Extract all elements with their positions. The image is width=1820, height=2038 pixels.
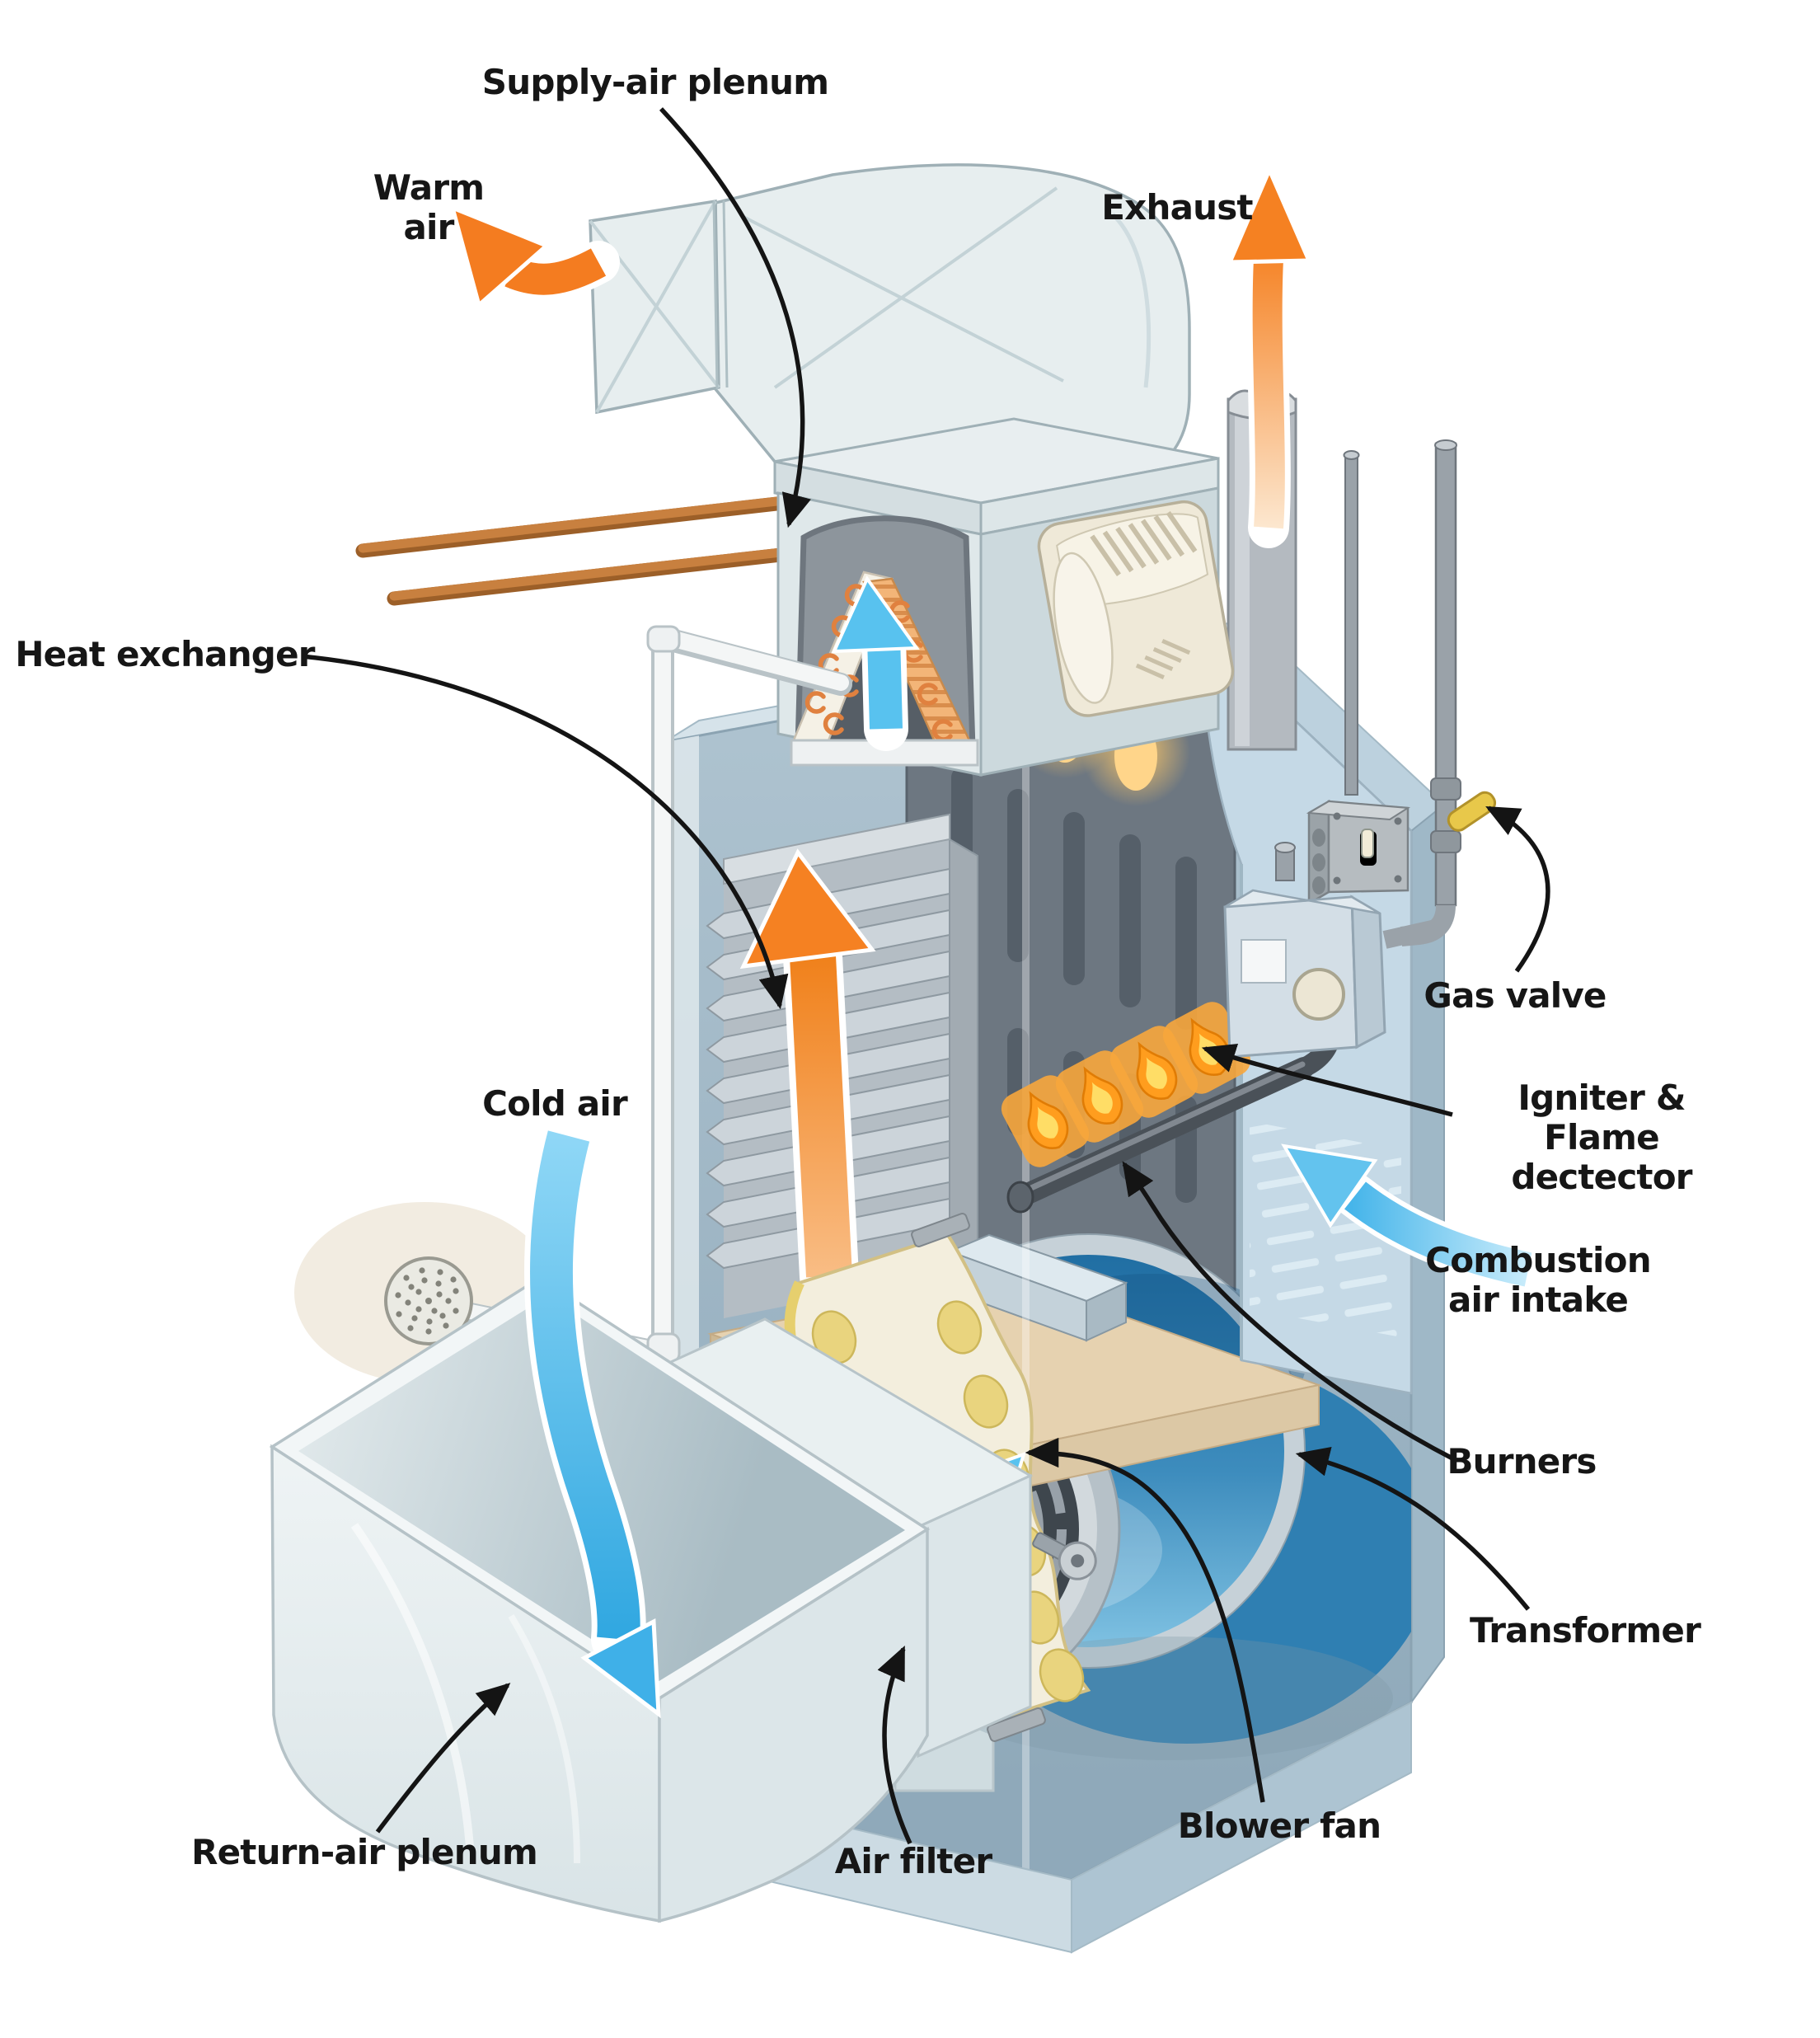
return-plenum-side — [658, 1526, 929, 1923]
label-cold-air: Cold air — [482, 1083, 628, 1125]
exhaust-arrow — [1227, 164, 1312, 548]
shelf-duct-bar — [947, 1233, 1128, 1342]
warm-air-duct — [589, 163, 1191, 473]
warm-air-arrow — [449, 204, 620, 309]
leader-heat-exchanger — [301, 654, 789, 1010]
label-igniter-flame-detector: Igniter & Flame dectector — [1511, 1078, 1692, 1197]
label-gas-valve: Gas valve — [1424, 975, 1607, 1017]
leader-air-filter — [877, 1645, 912, 1845]
combustion-air-arrow — [1281, 1143, 1550, 1292]
gas-control-box — [1223, 842, 1386, 1059]
humidifier — [1037, 500, 1235, 717]
evaporator-coil-cutaway — [790, 515, 979, 767]
leader-lines — [301, 107, 1550, 1845]
leader-return-air-plenum — [375, 1683, 511, 1834]
label-burners: Burners — [1447, 1441, 1597, 1482]
burner-manifold — [1010, 1057, 1315, 1208]
coil-flow-arrow — [831, 575, 920, 751]
pipe-union-upper — [1430, 777, 1461, 801]
label-transformer: Transformer — [1470, 1610, 1701, 1651]
label-blower-fan: Blower fan — [1177, 1806, 1381, 1847]
label-warm-air: Warm air — [373, 167, 485, 247]
leader-igniter — [1201, 1043, 1453, 1117]
label-combustion-air-intake: Combustion air intake — [1425, 1240, 1651, 1320]
leader-supply-air-plenum — [659, 107, 811, 528]
label-return-air-plenum: Return-air plenum — [191, 1832, 538, 1873]
leader-transformer — [1295, 1447, 1531, 1611]
junction-box — [1306, 799, 1411, 906]
electrical-conduit — [1343, 450, 1360, 796]
return-connector-duct — [650, 1317, 1034, 1759]
label-supply-air-plenum: Supply-air plenum — [481, 62, 829, 103]
label-air-filter: Air filter — [834, 1841, 992, 1882]
label-exhaust: Exhaust — [1101, 187, 1253, 228]
label-heat-exchanger: Heat exchanger — [15, 634, 315, 675]
gas-piping — [1382, 439, 1497, 949]
pipe-union-lower — [1430, 830, 1461, 853]
cold-air-arrow — [524, 1109, 661, 1719]
supply-plenum — [773, 417, 1235, 777]
drain-pan — [790, 739, 979, 767]
power-switch — [1361, 829, 1374, 858]
leader-gas-valve — [1485, 805, 1550, 973]
gas-valve-handle — [1447, 791, 1497, 832]
heat-exchanger-flow-arrow — [739, 848, 876, 1306]
floor-grille — [384, 1256, 473, 1345]
gas-control-dial — [1292, 968, 1345, 1021]
return-plenum-front — [270, 1444, 661, 1923]
leader-blower-fan — [1025, 1437, 1265, 1803]
leader-burners — [1122, 1161, 1456, 1462]
